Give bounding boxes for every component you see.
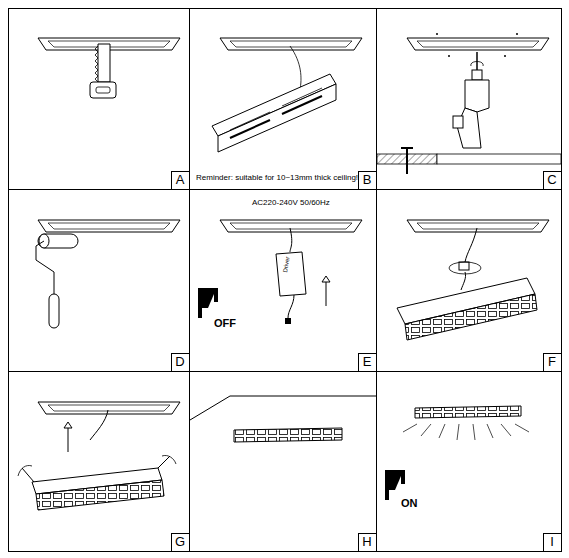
panel-letter: B	[358, 171, 376, 189]
voltage-label: AC220-240V 50/60Hz	[252, 199, 330, 207]
panel-letter: A	[171, 171, 189, 189]
switch-state: ON	[401, 498, 418, 509]
panel-letter: D	[171, 353, 189, 371]
panel-letter: E	[358, 353, 376, 371]
panel-letter: H	[358, 533, 376, 551]
panel-letter: I	[543, 533, 561, 551]
reminder-note: Reminder: suitable for 10~13mm thick cei…	[196, 174, 358, 182]
panel-letter: C	[543, 171, 561, 189]
panel-letter: F	[543, 353, 561, 371]
panel-letter: G	[171, 533, 189, 551]
switch-state: OFF	[214, 318, 236, 329]
